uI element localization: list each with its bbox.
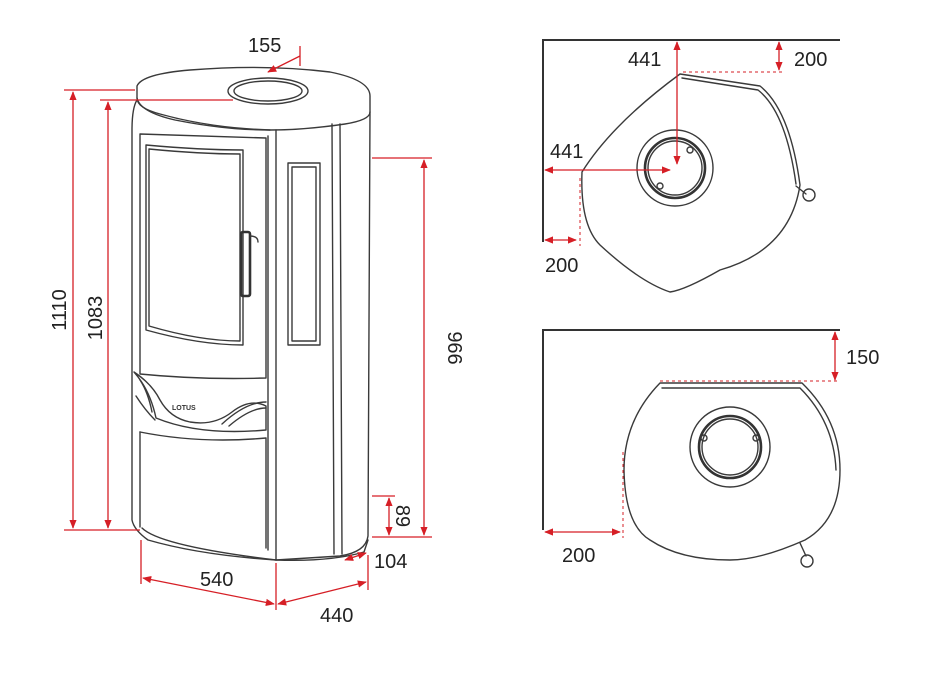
dim-total-height: 1110 [49,289,71,331]
top-view-flat: 150 200 [542,329,879,568]
lower-trim [133,371,267,433]
stove-outline-corner [581,73,801,293]
dim-flue-from-side-wall: 441 [550,141,583,163]
stove-top-cap [136,66,371,131]
dim-clearance-back-corner: 200 [794,49,827,71]
dim-clearance-side-flat: 200 [562,545,595,567]
dim-width: 540 [200,569,233,591]
door-glass [145,144,244,346]
dim-flue-height: 1083 [85,296,107,341]
side-window [287,162,321,346]
dim-side-height: 966 [443,331,465,364]
dim-clearance-back-flat: 150 [846,347,879,369]
dim-clearance-side-corner: 200 [545,255,578,277]
knob-flat [799,542,807,557]
front-view-dimensions: 155 1110 1083 966 89 104 540 440 [49,35,465,627]
dim-flue-offset: 155 [248,35,281,57]
flue-collar-flat [689,406,771,488]
flat-walls [542,329,840,530]
dim-depth-offset: 104 [374,551,407,573]
door-handle [239,230,252,298]
dim-air-inlet-height: 89 [391,505,413,527]
top-view-corner: 441 441 200 200 [542,39,840,293]
dim-flue-from-back-wall: 441 [628,49,661,71]
front-view: LOTUS [131,66,371,562]
dim-depth: 440 [320,605,353,627]
door-panel [139,133,267,380]
stove-outline-flat [623,382,841,561]
brand-logo: LOTUS [172,405,196,412]
knob-corner [795,185,807,195]
flue-outlet [227,77,309,105]
corner-walls [542,39,840,242]
